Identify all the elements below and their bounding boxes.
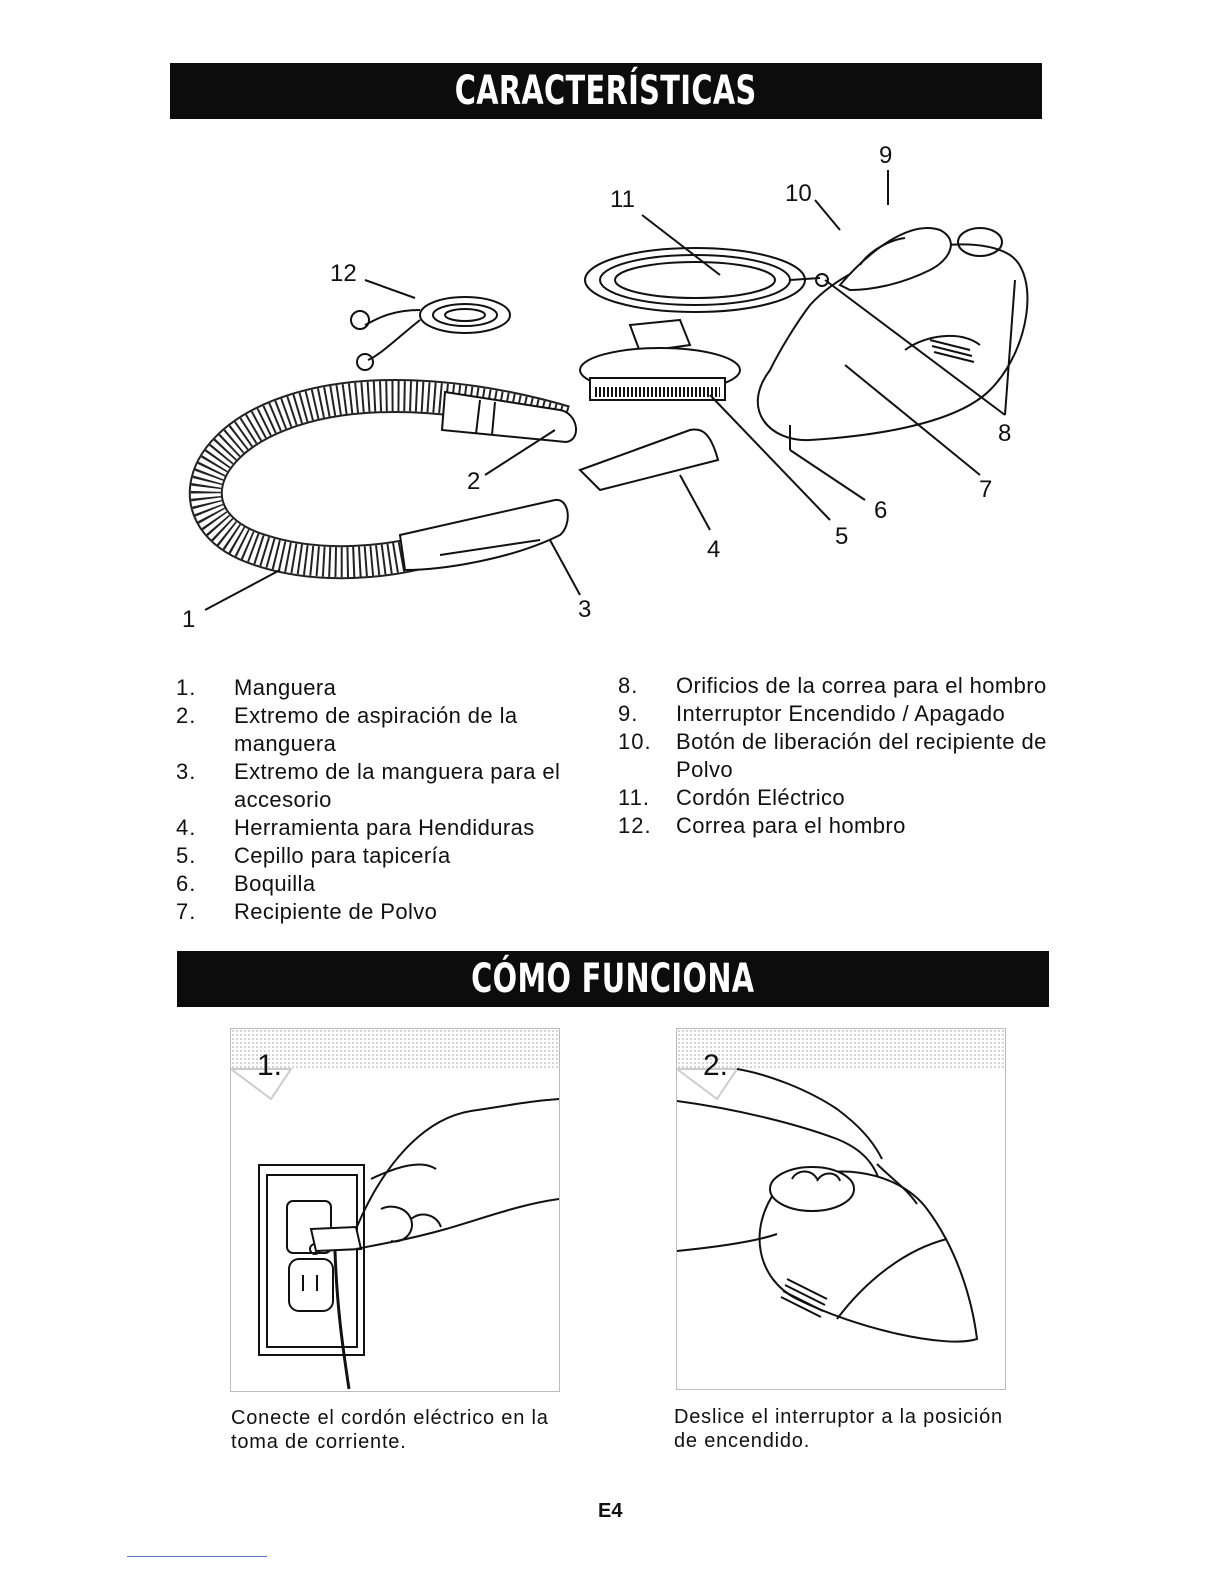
step-1-panel: 1.	[230, 1028, 560, 1392]
handheld-vacuum-illustration	[758, 228, 1028, 440]
feature-item: 5.Cepillo para tapicería	[176, 842, 596, 870]
page-number: E4	[598, 1500, 622, 1523]
feature-item: 4.Herramienta para Hendiduras	[176, 814, 596, 842]
callout-9: 9	[879, 142, 892, 170]
step-2-caption: Deslice el interruptor a la posición de …	[674, 1405, 1014, 1453]
feature-item: 12.Correa para el hombro	[618, 812, 1048, 840]
callout-6: 6	[874, 497, 887, 525]
callout-10: 10	[785, 180, 812, 208]
callout-1: 1	[182, 606, 195, 634]
step-2-panel: 2.	[676, 1028, 1006, 1390]
feature-item: 9.Interruptor Encendido / Apagado	[618, 700, 1048, 728]
how-it-works-section-title: CÓMO FUNCIONA	[177, 951, 1049, 1007]
feature-item: 6.Boquilla	[176, 870, 596, 898]
callout-8: 8	[998, 420, 1011, 448]
features-list-left: 1.Manguera 2.Extremo de aspiración de la…	[176, 674, 596, 926]
callout-11: 11	[610, 186, 635, 214]
crevice-tool-illustration	[580, 429, 718, 490]
callout-4: 4	[707, 536, 720, 564]
footer-rule	[127, 1556, 267, 1557]
features-list-right: 8.Orificios de la correa para el hombro …	[618, 672, 1048, 840]
feature-item: 11.Cordón Eléctrico	[618, 784, 1048, 812]
features-section-title: CARACTERÍSTICAS	[170, 63, 1042, 119]
feature-item: 7.Recipiente de Polvo	[176, 898, 596, 926]
callout-3: 3	[578, 596, 591, 624]
step-2-number: 2.	[703, 1049, 728, 1083]
step-1-number: 1.	[257, 1049, 282, 1083]
callout-2: 2	[467, 468, 480, 496]
features-diagram: 1 2 3 4 5 6 7 8 9 10 11 12	[170, 130, 1050, 650]
feature-item: 3.Extremo de la manguera para el accesor…	[176, 758, 596, 814]
callout-12: 12	[330, 260, 357, 288]
power-cord-illustration	[585, 248, 820, 312]
feature-item: 2.Extremo de aspiración de la manguera	[176, 702, 596, 758]
switch-on-illustration	[677, 1029, 1005, 1389]
callout-5: 5	[835, 523, 848, 551]
shoulder-strap-illustration	[351, 297, 510, 370]
callout-7: 7	[979, 476, 992, 504]
feature-item: 8.Orificios de la correa para el hombro	[618, 672, 1048, 700]
feature-item: 10.Botón de liberación del recipiente de…	[618, 728, 1048, 784]
upholstery-brush-illustration	[580, 320, 740, 400]
step-1-caption: Conecte el cordón eléctrico en la toma d…	[231, 1406, 571, 1454]
plug-in-illustration	[231, 1029, 559, 1391]
feature-item: 1.Manguera	[176, 674, 596, 702]
